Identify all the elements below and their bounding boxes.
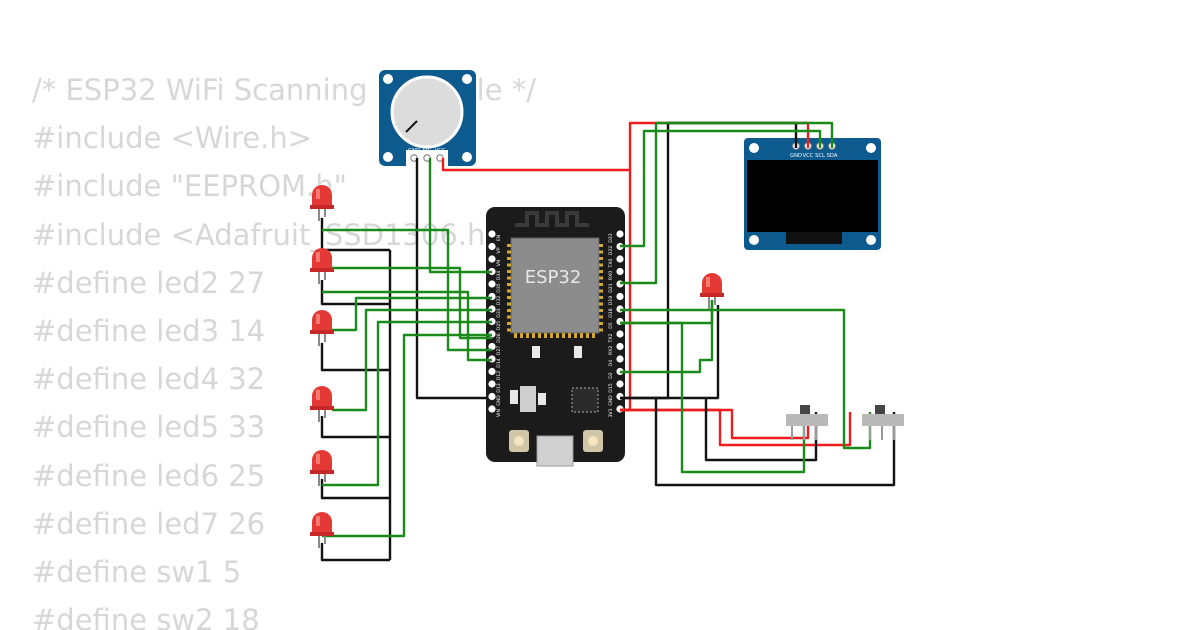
esp32-pin-label: D14	[496, 358, 502, 367]
boot-button[interactable]	[509, 430, 529, 452]
esp32-pin-label: TX0	[608, 258, 614, 268]
esp32-pin-label: D4	[608, 360, 614, 367]
slide-switch-sw1[interactable]	[786, 405, 828, 440]
esp32-pin[interactable]	[616, 355, 624, 363]
esp32-pin-label: D22	[608, 246, 614, 255]
oled-pin-label: SDA	[827, 153, 838, 159]
code-line: #define sw2 18	[32, 603, 260, 630]
esp32-pin-label: 3V3	[608, 408, 614, 417]
esp32-pin[interactable]	[616, 342, 624, 351]
code-line: #define led2 27	[32, 265, 266, 300]
red-led[interactable]	[310, 386, 334, 422]
pot-pin-label: SIG	[423, 148, 432, 154]
code-line: #define led6 25	[32, 458, 266, 493]
oled-pin-label: VCC	[803, 153, 814, 159]
pot-pin-label: VCC	[435, 148, 446, 154]
voltage-regulator	[520, 386, 536, 412]
en-button[interactable]	[583, 430, 603, 452]
esp32-pin[interactable]	[488, 367, 496, 376]
esp32-pin-label: D35	[496, 283, 502, 292]
esp32-pin[interactable]	[488, 405, 496, 413]
led-group	[310, 185, 724, 548]
esp32-pin[interactable]	[488, 342, 496, 351]
esp32-pin[interactable]	[488, 255, 496, 263]
code-line: #define led7 26	[32, 506, 266, 541]
esp32-pin-label: D13	[496, 383, 502, 392]
esp32-pin-label: D15	[608, 383, 614, 392]
esp32-board[interactable]: ESP32 ENVPVND34D35D32D33D25D26D27D14D12D…	[486, 207, 625, 467]
esp32-pin-label: GND	[496, 395, 502, 406]
code-line: #define led4 32	[32, 362, 266, 397]
red-led[interactable]	[310, 185, 334, 221]
esp32-pin[interactable]	[616, 255, 624, 263]
module-pads	[507, 244, 603, 338]
esp32-pin[interactable]	[616, 292, 624, 301]
red-led[interactable]	[310, 450, 334, 486]
esp32-pin-label: D2	[608, 372, 614, 379]
red-led[interactable]	[310, 310, 334, 346]
esp32-pin-label: D34	[496, 271, 502, 280]
code-line: #include <Adafruit_SSD1306.h>	[32, 217, 510, 252]
esp32-pin-label: D33	[496, 308, 502, 317]
esp32-pin-label: VN	[496, 260, 502, 267]
esp32-pin[interactable]	[616, 330, 624, 338]
code-line: #define led5 33	[32, 410, 266, 445]
esp32-pin-label: D25	[496, 321, 502, 330]
esp32-pin-label: D5	[608, 322, 614, 329]
esp32-pin-label: D12	[496, 371, 502, 380]
esp32-pin-label: EN	[496, 235, 502, 241]
red-led[interactable]	[700, 273, 724, 309]
esp32-label: ESP32	[525, 267, 582, 288]
esp32-pin[interactable]	[616, 380, 624, 388]
esp32-pin-label: D18	[608, 308, 614, 317]
esp32-pin-label: D23	[608, 233, 614, 242]
oled-screen	[747, 160, 878, 232]
esp32-pin[interactable]	[488, 380, 496, 388]
esp32-pin[interactable]	[488, 280, 496, 288]
esp32-pin-label: D19	[608, 296, 614, 305]
esp32-pin-label: D27	[496, 346, 502, 355]
esp32-pin[interactable]	[616, 267, 624, 276]
usb-port	[536, 435, 574, 467]
oled-pin-label: GND	[790, 153, 802, 159]
red-led[interactable]	[310, 248, 334, 284]
esp32-pin-label: D26	[496, 333, 502, 342]
code-line: #define led3 14	[32, 314, 266, 349]
usb-uart-chip	[571, 387, 599, 413]
esp32-pin[interactable]	[488, 230, 496, 238]
slide-switch-sw2[interactable]	[862, 405, 904, 440]
code-line: #include <Wire.h>	[32, 121, 313, 156]
esp32-pin-label: D32	[496, 296, 502, 305]
esp32-pin[interactable]	[616, 230, 624, 238]
esp32-pin-label: TX2	[608, 333, 614, 343]
wires	[320, 121, 896, 562]
pot-pin-label: GND	[408, 148, 420, 154]
red-led[interactable]	[310, 512, 334, 548]
pot-knob[interactable]	[390, 75, 464, 149]
esp32-pin[interactable]	[488, 242, 496, 251]
esp32-pin-label: VIN	[496, 409, 502, 417]
esp32-pin-label: RX0	[608, 271, 614, 280]
esp32-pin-label: VP	[496, 247, 502, 253]
esp32-pin[interactable]	[488, 392, 496, 401]
code-line: #define sw1 5	[32, 555, 242, 590]
oled-pin-label: SCL	[815, 153, 825, 159]
esp32-pin-label: RX2	[608, 346, 614, 355]
esp32-pin-label: D21	[608, 283, 614, 292]
esp32-pin-label: GND	[608, 395, 614, 406]
